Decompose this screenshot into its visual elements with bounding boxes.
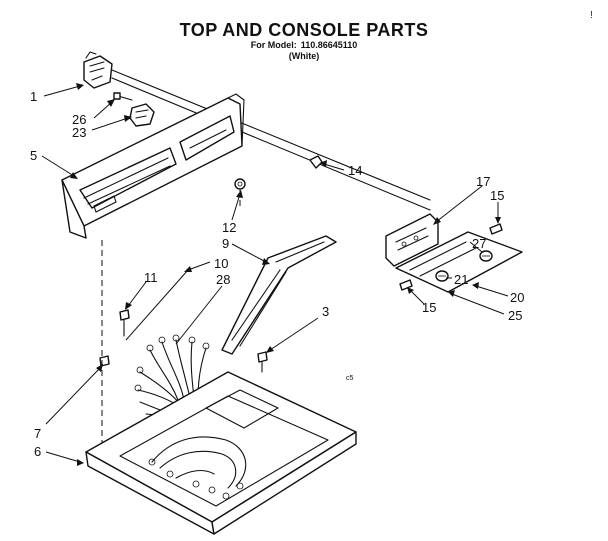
knob-part-21 [435,270,449,282]
callout-6: 6 [34,444,41,459]
small-switch-part-23 [129,103,155,127]
rear-support-bar [111,69,431,211]
console-panel-part [61,93,245,239]
stray-mark: c5 [346,375,354,382]
color-note: (White) [288,51,320,61]
diagram-title-block: TOP AND CONSOLE PARTS [0,20,608,41]
lid-part-9 [221,235,337,355]
corner-mark: ! [590,10,593,21]
callout-20: 20 [510,290,524,305]
callout-7: 7 [34,426,41,441]
screw-part-11 [119,309,130,337]
screw-part-15-lower [399,279,413,291]
screw-part-3 [257,351,268,373]
cabinet-top-part-6 [85,371,357,535]
callout-27: 27 [472,236,486,251]
callout-23: 23 [72,125,86,140]
callout-labels: 1 26 23 5 14 17 15 27 12 9 10 28 11 21 2… [30,89,524,459]
nut-part-12 [234,178,246,190]
callout-15-upper: 15 [490,188,504,203]
callout-9: 9 [222,236,229,251]
callout-26: 26 [72,112,86,127]
callout-1: 1 [30,89,37,104]
callout-25: 25 [508,308,522,323]
callout-11: 11 [144,270,158,285]
switch-bracket-part [83,51,113,89]
model-line: For Model:110.86645110 [0,40,608,51]
callout-3: 3 [322,304,329,319]
end-bracket-part-17 [385,213,439,267]
leader-lines [41,83,509,466]
callout-28: 28 [216,272,230,287]
control-plate-part [395,231,523,293]
callout-10: 10 [214,256,228,271]
clip-part-14 [309,155,323,169]
callout-14: 14 [348,163,362,178]
model-info: For Model:110.86645110 (White) [0,40,608,62]
diagram-title: TOP AND CONSOLE PARTS [179,20,429,40]
callout-12: 12 [222,220,236,235]
model-number: 110.86645110 [300,40,358,50]
callout-5: 5 [30,148,37,163]
model-label: For Model: [250,40,297,50]
screw-part-15-upper [489,223,503,235]
callout-15-lower: 15 [422,300,436,315]
callout-21: 21 [454,272,468,287]
screw-part-26 [113,92,133,101]
callout-17: 17 [476,174,490,189]
knob-part-27 [479,250,493,262]
screw-part-7 [99,355,110,367]
